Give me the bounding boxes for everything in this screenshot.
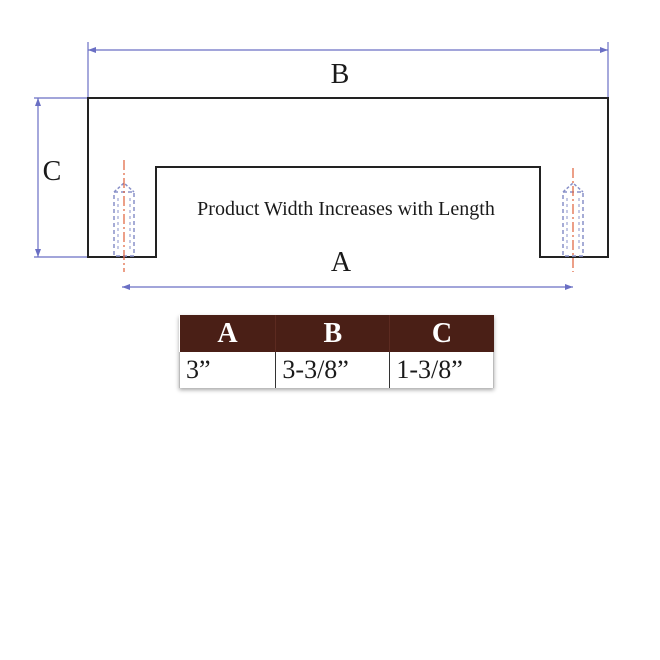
- dimension-spec-table: A B C 3” 3-3/8” 1-3/8”: [178, 315, 494, 388]
- cell-b: 3-3/8”: [275, 352, 390, 388]
- dimension-b-label: B: [331, 59, 350, 90]
- product-width-note: Product Width Increases with Length: [197, 198, 495, 220]
- left-screw-icon: [113, 160, 135, 272]
- handle-outline: [87, 97, 609, 258]
- right-screw-icon: [562, 168, 584, 272]
- cell-c: 1-3/8”: [389, 352, 494, 388]
- handle-dimension-diagram: B C Product Width Increases with Length …: [34, 42, 609, 290]
- dimension-c: [34, 97, 88, 258]
- table-header-row: A B C: [179, 315, 494, 352]
- dimension-a-label: A: [331, 247, 352, 278]
- table-row: 3” 3-3/8” 1-3/8”: [178, 352, 494, 388]
- cell-a: 3”: [178, 352, 276, 388]
- header-a: A: [179, 315, 276, 352]
- dimension-a: [122, 284, 573, 290]
- dimension-c-label: C: [43, 156, 62, 187]
- header-b: B: [275, 315, 390, 352]
- header-c: C: [389, 315, 494, 352]
- dimension-b: [87, 42, 609, 97]
